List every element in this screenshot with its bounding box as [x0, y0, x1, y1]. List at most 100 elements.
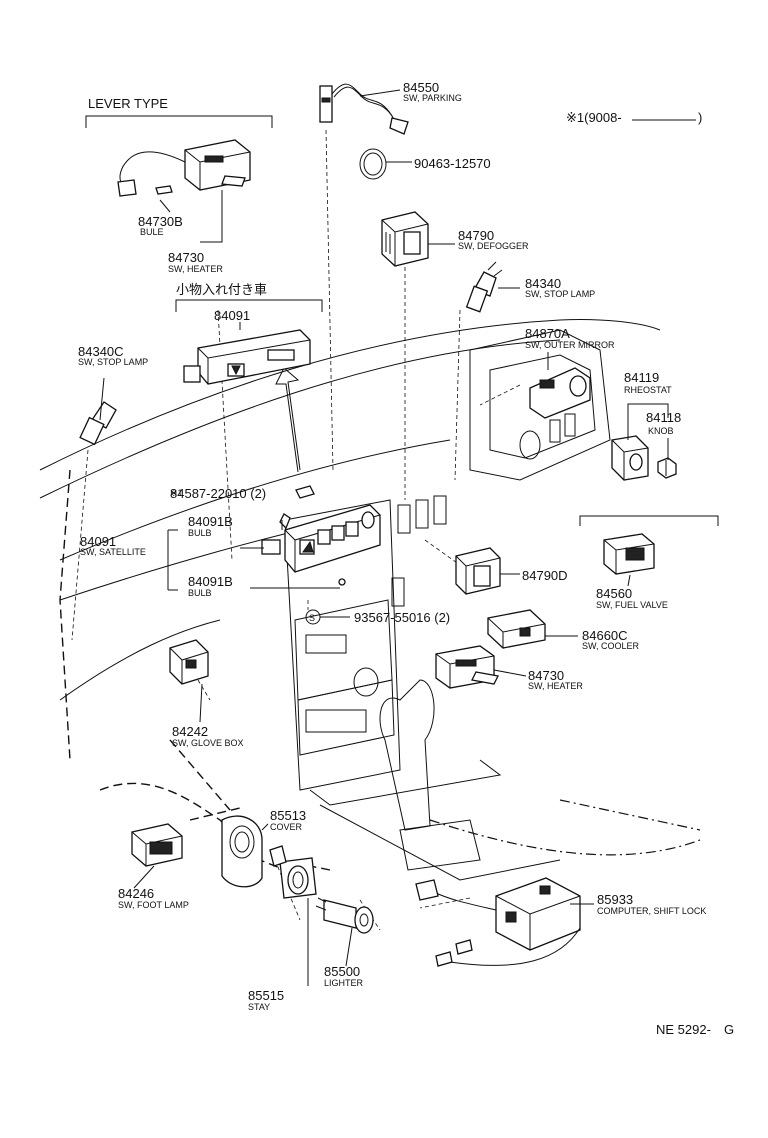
rheostat-part	[611, 435, 649, 481]
part-desc: BULE	[140, 227, 164, 237]
footer-code: NE 5292-	[656, 1022, 711, 1037]
lighter-part	[315, 897, 374, 934]
callout-84550: 84550 SW, PARKING	[403, 80, 462, 103]
defogger-switch-d-part	[455, 547, 501, 595]
part-desc: SW, DEFOGGER	[458, 241, 529, 251]
callout-84560: 84560 SW, FUEL VALVE	[596, 586, 668, 610]
part-number: 84790	[458, 228, 494, 243]
fuel-valve-switch-part	[603, 533, 655, 575]
bulb-bracket	[167, 529, 178, 591]
callout-84119: 84119 RHEOSTAT	[624, 370, 672, 395]
part-number: 84730B	[138, 214, 183, 229]
part-number: 90463-12570	[414, 156, 491, 171]
part-desc: SW, STOP LAMP	[78, 357, 148, 367]
part-desc: KNOB	[648, 426, 674, 436]
part-desc: BULB	[188, 528, 212, 538]
part-desc: SW, FOOT LAMP	[118, 900, 189, 910]
part-desc: LIGHTER	[324, 978, 364, 988]
callout-84870a: 84870A SW, OUTER MIRROR	[525, 326, 615, 350]
glove-box-switch-part	[169, 639, 209, 685]
callout-84730b: 84730B BULE	[138, 214, 183, 237]
stop-lamp-switch-c-part	[79, 401, 117, 446]
rheostat-bracket	[627, 403, 669, 460]
part-desc: SW, OUTER MIRROR	[525, 340, 615, 350]
satellite-switch-part	[261, 485, 381, 586]
lever-type-bracket	[85, 115, 273, 128]
stay-part	[269, 845, 317, 899]
part-desc: SW, HEATER	[528, 681, 583, 691]
shift-lock-computer-part	[415, 877, 581, 967]
part-number: 85933	[597, 892, 633, 907]
part-desc: SW, HEATER	[168, 264, 223, 274]
part-number: 84091	[80, 534, 116, 549]
part-desc: SW, GLOVE BOX	[172, 738, 244, 748]
callout-93567: 93567-55016 (2)	[354, 610, 450, 625]
callout-84587: 84587-22010 (2)	[170, 486, 266, 501]
leader-lines	[71, 129, 521, 931]
fuel-valve-bracket	[579, 515, 719, 526]
part-number: 84560	[596, 586, 632, 601]
parking-switch-part	[319, 83, 409, 135]
part-number: 84340C	[78, 344, 124, 359]
callout-84340c: 84340C SW, STOP LAMP	[78, 344, 148, 367]
callout-90463: 90463-12570	[414, 156, 491, 171]
footer-suffix: G	[724, 1022, 734, 1037]
callout-84660c: 84660C SW, COOLER	[582, 628, 640, 651]
part-desc: SW, FUEL VALVE	[596, 600, 668, 610]
callout-85500: 85500 LIGHTER	[324, 964, 364, 988]
callout-84340: 84340 SW, STOP LAMP	[525, 276, 595, 299]
part-number: 84730	[528, 668, 564, 683]
callout-84730-top: 84730 SW, HEATER	[168, 250, 223, 274]
part-number: 84790D	[522, 568, 568, 583]
stop-lamp-switch-part	[465, 261, 503, 313]
part-number: 84242	[172, 724, 208, 739]
s-mark: S	[305, 609, 321, 625]
part-desc: RHEOSTAT	[624, 385, 672, 395]
lever-type-label: LEVER TYPE	[88, 96, 168, 111]
part-number: 84730	[168, 250, 204, 265]
part-desc: SW, PARKING	[403, 93, 462, 103]
part-number: 84091B	[188, 514, 233, 529]
foot-lamp-switch-part	[131, 823, 183, 867]
callout-84091b-1: 84091B BULB	[188, 514, 233, 538]
callout-84091-left: 84091 SW, SATELLITE	[80, 534, 146, 557]
part-desc: COMPUTER, SHIFT LOCK	[597, 906, 706, 916]
part-number: 84091B	[188, 574, 233, 589]
callout-85515: 85515 STAY	[248, 988, 284, 1012]
outer-mirror-switch-part	[529, 367, 591, 419]
storage-note-bracket	[175, 299, 323, 312]
part-number: 84660C	[582, 628, 628, 643]
part-desc: COVER	[270, 822, 303, 832]
part-desc: BULB	[188, 588, 212, 598]
asterisk-marker: ※1	[170, 488, 183, 498]
defogger-switch-part	[381, 211, 429, 267]
clamp-part	[359, 148, 412, 180]
dashboard-outline	[39, 318, 701, 881]
callout-leaders	[99, 89, 631, 986]
knob-part	[657, 457, 677, 479]
part-number: 84119	[624, 370, 659, 385]
variant-note: ※1(9008-	[566, 110, 622, 125]
part-desc: SW, STOP LAMP	[525, 289, 595, 299]
storage-note: 小物入れ付き車	[176, 282, 267, 297]
callout-84091b-2: 84091B BULB	[188, 574, 233, 598]
part-number: 85513	[270, 808, 306, 823]
part-number: 84550	[403, 80, 439, 95]
part-number: 85515	[248, 988, 284, 1003]
part-number: 84340	[525, 276, 561, 291]
part-number: 84246	[118, 886, 154, 901]
callout-84730-mid: 84730 SW, HEATER	[528, 668, 583, 691]
callout-84091-top: 84091	[214, 308, 250, 323]
part-number: 93567-55016 (2)	[354, 610, 450, 625]
part-number: 84091	[214, 308, 250, 323]
callout-84118: 84118 KNOB	[646, 410, 681, 436]
part-desc: SW, SATELLITE	[80, 547, 146, 557]
cover-part	[221, 815, 263, 888]
cooler-switch-part	[487, 609, 546, 649]
variant-close: )	[698, 110, 702, 125]
part-desc: SW, COOLER	[582, 641, 640, 651]
callout-84246: 84246 SW, FOOT LAMP	[118, 886, 189, 910]
s-mark-label: S	[309, 613, 315, 623]
part-number: 84118	[646, 410, 681, 425]
